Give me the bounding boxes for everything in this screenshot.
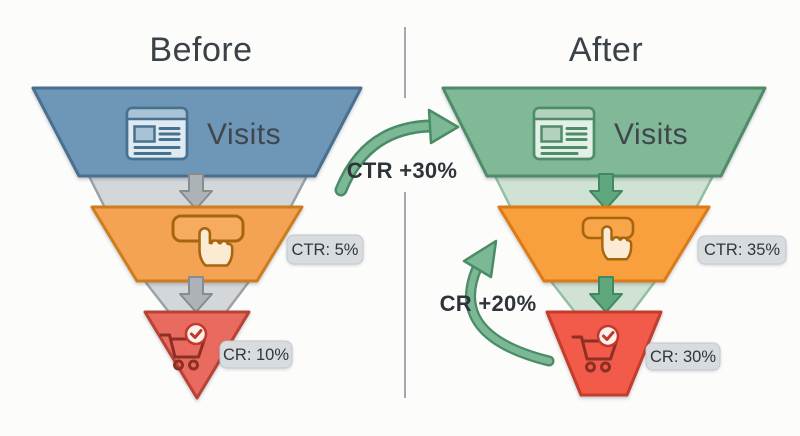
after-funnel: After Visits xyxy=(441,31,787,397)
before-ctr-badge-label: CTR: 5% xyxy=(292,241,359,259)
after-cr-badge: CR: 30% xyxy=(645,342,721,371)
webpage-icon xyxy=(532,106,596,161)
ctr-gain-label: CTR +30% xyxy=(347,158,458,183)
before-cr-badge-label: CR: 10% xyxy=(223,346,289,364)
after-stage-purchase-shape xyxy=(545,310,663,397)
curved-arrow-head xyxy=(427,108,460,145)
click-hand-icon xyxy=(171,214,245,267)
arrow-down-icon xyxy=(179,173,213,210)
cr-gain-label: CR +20% xyxy=(440,291,537,316)
cart-check-icon xyxy=(159,322,208,371)
ctr-gain-annotation: CTR +30% xyxy=(334,108,460,197)
after-ctr-badge: CTR: 35% xyxy=(697,235,787,265)
before-title: Before xyxy=(149,31,252,69)
before-cr-badge: CR: 10% xyxy=(219,340,293,369)
after-cr-badge-label: CR: 30% xyxy=(650,348,716,366)
before-visits-label: Visits xyxy=(207,118,281,151)
after-visits-label: Visits xyxy=(614,118,688,151)
after-stage-visits-shape xyxy=(441,86,767,178)
before-funnel: Before Visits xyxy=(31,31,364,400)
cr-gain-annotation: CR +20% xyxy=(440,239,555,367)
before-stage-visits-shape xyxy=(31,86,363,178)
before-stage-clicks-shape xyxy=(90,205,304,283)
before-ctr-badge: CTR: 5% xyxy=(286,234,364,265)
arrow-down-icon xyxy=(179,276,213,313)
cart-check-icon xyxy=(571,324,620,373)
webpage-icon xyxy=(125,106,189,161)
arrow-down-icon xyxy=(589,276,623,313)
after-ctr-badge-label: CTR: 35% xyxy=(704,241,780,259)
click-hand-icon xyxy=(581,216,635,261)
after-title: After xyxy=(569,31,643,69)
arrow-down-icon xyxy=(589,173,623,210)
curved-arrow-head xyxy=(462,239,498,279)
